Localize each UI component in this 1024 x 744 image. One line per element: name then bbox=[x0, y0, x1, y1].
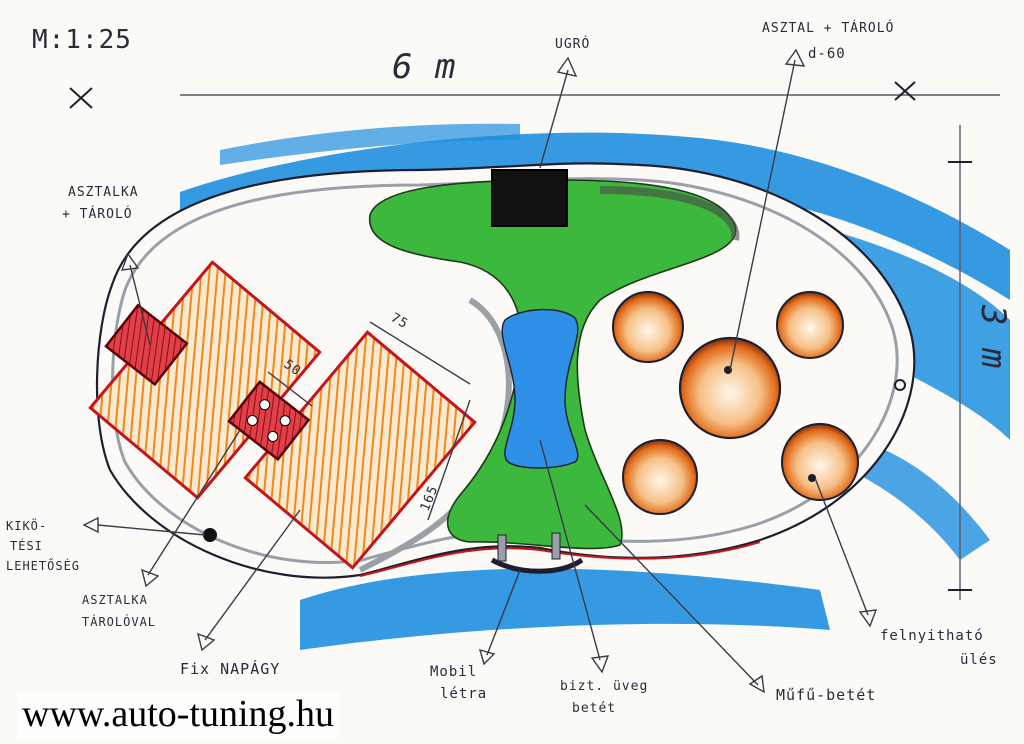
glass-insert bbox=[501, 308, 579, 469]
label-mooring-2: TÉSI bbox=[10, 538, 43, 553]
label-openable-seat-2: ülés bbox=[960, 652, 998, 668]
label-fix-sunbed: Fix NAPÁGY bbox=[180, 659, 280, 678]
label-small-table-2: + TÁROLÓ bbox=[62, 206, 133, 222]
label-openable-seat-1: felnyitható bbox=[880, 628, 984, 644]
hull-marker bbox=[894, 379, 906, 391]
mooring-point bbox=[203, 528, 217, 542]
label-turf-insert: Műfű-betét bbox=[776, 686, 876, 704]
turf-shadow bbox=[599, 186, 740, 241]
center-table-storage bbox=[678, 336, 782, 440]
small-table-storage-center bbox=[227, 380, 311, 462]
site-watermark: www.auto-tuning.hu bbox=[18, 692, 341, 738]
dimension-lines bbox=[69, 81, 1000, 600]
label-small-table-storage-2: TÁROLÓVAL bbox=[82, 614, 156, 629]
width-label: 3 m bbox=[973, 304, 1013, 369]
label-table-storage: ASZTAL + TÁROLÓ bbox=[762, 20, 894, 36]
hull-red-accent bbox=[359, 541, 761, 577]
label-small-table-1: ASZTALKA bbox=[68, 185, 139, 200]
leader-lines bbox=[82, 48, 878, 694]
label-mobile-ladder-2: létra bbox=[440, 686, 487, 702]
seat-top-right bbox=[776, 291, 844, 359]
jump-platform bbox=[491, 169, 568, 227]
seat-bottom-right bbox=[781, 423, 859, 501]
label-mooring-3: LEHETŐSÉG bbox=[6, 558, 80, 573]
label-glass-insert-1: bizt. üveg bbox=[560, 679, 648, 694]
mobile-ladder bbox=[490, 532, 584, 574]
label-table-storage-size: d-60 bbox=[808, 46, 846, 62]
label-mobile-ladder-1: Mobil bbox=[430, 664, 477, 680]
label-glass-insert-2: betét bbox=[572, 701, 616, 716]
scale-label: M:1:25 bbox=[32, 25, 132, 55]
small-table-storage-left bbox=[104, 303, 189, 387]
label-small-table-storage-1: ASZTALKA bbox=[82, 593, 148, 607]
length-label: 6 m bbox=[392, 47, 456, 87]
label-mooring-1: KIKÖ- bbox=[6, 517, 47, 533]
seat-top-left bbox=[612, 291, 684, 363]
seating-group bbox=[612, 291, 859, 515]
fix-sunbed-right bbox=[243, 330, 477, 570]
label-jump: UGRÓ bbox=[555, 36, 590, 52]
seat-bottom-left bbox=[622, 439, 698, 515]
